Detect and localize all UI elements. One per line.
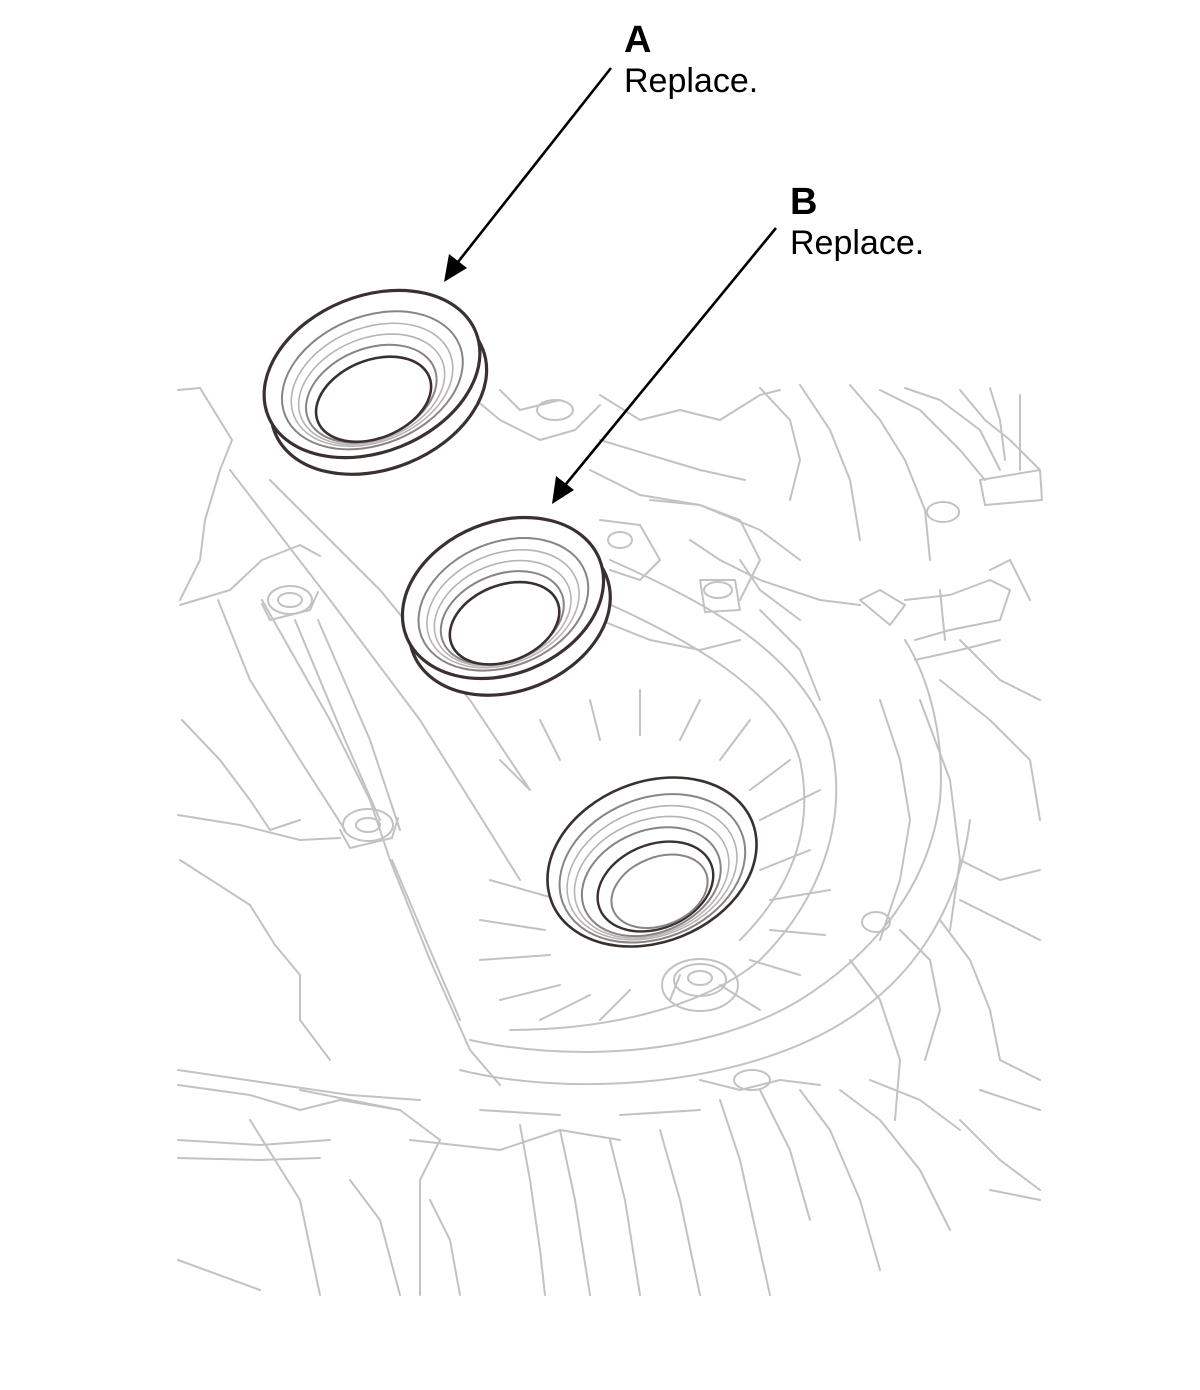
oil-seal-a <box>262 288 489 476</box>
installed-seal <box>546 776 758 948</box>
callout-b: B Replace. <box>790 181 924 262</box>
callout-a-letter: A <box>624 19 651 61</box>
oil-seal-b <box>400 515 612 697</box>
callout-b-letter: B <box>790 181 817 223</box>
leader-a <box>444 67 613 282</box>
callout-a: A Replace. <box>624 19 758 100</box>
callout-b-text: Replace. <box>790 224 924 262</box>
leader-b <box>552 227 778 504</box>
callout-a-text: Replace. <box>624 62 758 100</box>
